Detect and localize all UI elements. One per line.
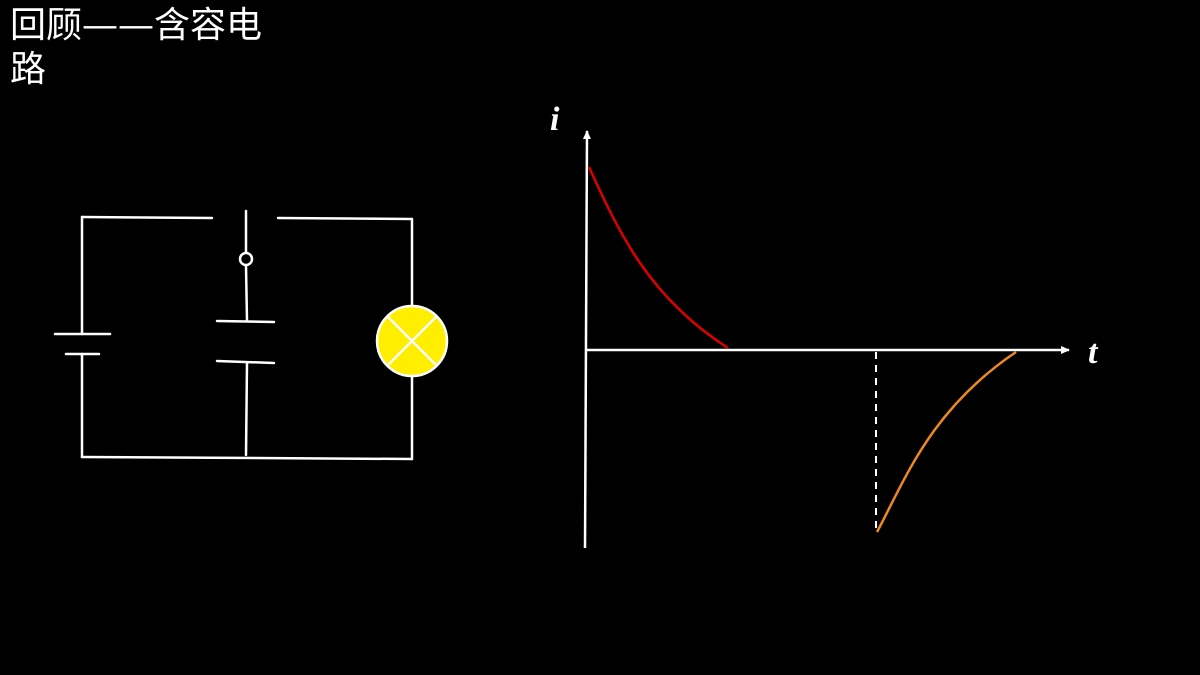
discharging-current-curve	[875, 350, 1017, 533]
lamp-icon	[375, 304, 449, 378]
battery-icon	[53, 332, 112, 356]
wire-top-right	[276, 216, 414, 221]
wire-bottom	[80, 455, 414, 461]
wire-top-left	[80, 215, 214, 220]
capacitor-icon	[215, 319, 276, 457]
y-axis	[582, 130, 591, 549]
circuit-wires	[80, 215, 414, 461]
current-time-graph: i t	[550, 101, 1099, 549]
switch-icon	[238, 209, 254, 323]
circuit-diagram	[53, 209, 449, 461]
y-axis-label: i	[550, 101, 560, 138]
x-axis-label: t	[1088, 334, 1099, 371]
charging-current-curve	[587, 166, 729, 350]
page-title: 回顾——含容电路	[10, 5, 263, 90]
